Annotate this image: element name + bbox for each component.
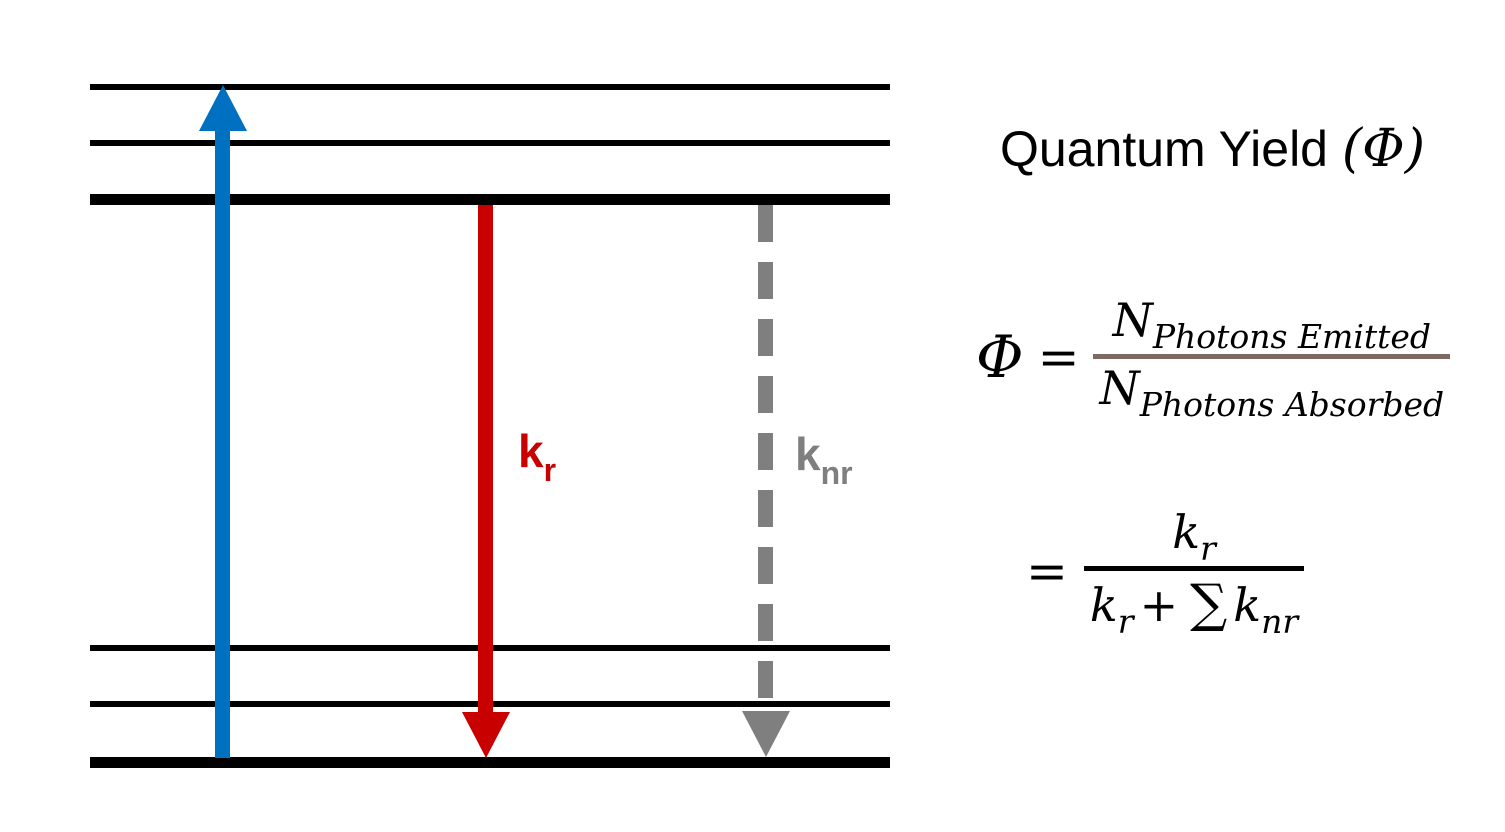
formula2-denominator: kr+∑knr bbox=[1084, 572, 1304, 638]
absorption-arrow bbox=[215, 126, 230, 758]
formula1-den-base: N bbox=[1099, 361, 1140, 415]
excited-state-vibrational-level-1 bbox=[90, 140, 890, 146]
formula2-fraction: kr kr+∑knr bbox=[1083, 504, 1305, 638]
formula1-num-subscript: Photons Emitted bbox=[1152, 317, 1432, 356]
radiative-decay-arrowhead-icon bbox=[462, 712, 510, 758]
radiative-rate-label: kr bbox=[518, 428, 556, 486]
nonradiative-rate-label: knr bbox=[795, 431, 853, 489]
formula2-equals: = bbox=[1026, 542, 1068, 600]
formula2-summation-icon: ∑ bbox=[1190, 574, 1228, 634]
formula1-num-base: N bbox=[1112, 293, 1153, 347]
formula1-numerator: NPhotons Emitted bbox=[1107, 292, 1438, 353]
phi-symbol: (Φ) bbox=[1341, 119, 1426, 179]
formula1-den-subscript: Photons Absorbed bbox=[1139, 385, 1445, 424]
nonradiative-decay-arrowhead-icon bbox=[742, 711, 790, 757]
nonradiative-rate-subscript: nr bbox=[820, 455, 853, 491]
formula2-den-kr-base: k bbox=[1089, 578, 1118, 632]
radiative-rate-subscript: r bbox=[543, 452, 557, 488]
formula1-denominator: NPhotons Absorbed bbox=[1093, 360, 1450, 421]
quantum-yield-definition-formula: Φ = NPhotons Emitted NPhotons Absorbed bbox=[976, 292, 1451, 421]
formula2-fraction-bar bbox=[1083, 566, 1305, 571]
formula2-num-base: k bbox=[1172, 505, 1201, 559]
ground-state-level bbox=[90, 757, 890, 768]
formula1-fraction: NPhotons Emitted NPhotons Absorbed bbox=[1093, 292, 1451, 421]
formula2-den-knr-subscript: nr bbox=[1261, 602, 1299, 641]
absorption-arrowhead-icon bbox=[199, 85, 247, 131]
nonradiative-rate-base: k bbox=[795, 428, 821, 480]
radiative-rate-base: k bbox=[518, 425, 544, 477]
formula2-num-subscript: r bbox=[1200, 529, 1216, 568]
radiative-decay-arrow bbox=[478, 205, 493, 714]
nonradiative-decay-dashed-arrow bbox=[758, 205, 773, 711]
formula2-numerator: kr bbox=[1166, 504, 1222, 565]
formula1-phi: Φ bbox=[976, 322, 1024, 391]
formula2-den-knr-base: k bbox=[1233, 578, 1262, 632]
rate-constant-formula: = kr kr+∑knr bbox=[1026, 504, 1305, 638]
excited-state-vibrational-level-2 bbox=[90, 84, 890, 90]
excited-state-level bbox=[90, 194, 890, 205]
formula2-den-kr-subscript: r bbox=[1117, 602, 1134, 641]
formula1-equals: = bbox=[1037, 327, 1080, 386]
page-title: Quantum Yield (Φ) bbox=[1000, 119, 1426, 180]
page-title-text: Quantum Yield bbox=[1000, 121, 1328, 177]
formula2-plus-sign: + bbox=[1139, 578, 1179, 632]
formula1-fraction-bar bbox=[1093, 354, 1451, 359]
